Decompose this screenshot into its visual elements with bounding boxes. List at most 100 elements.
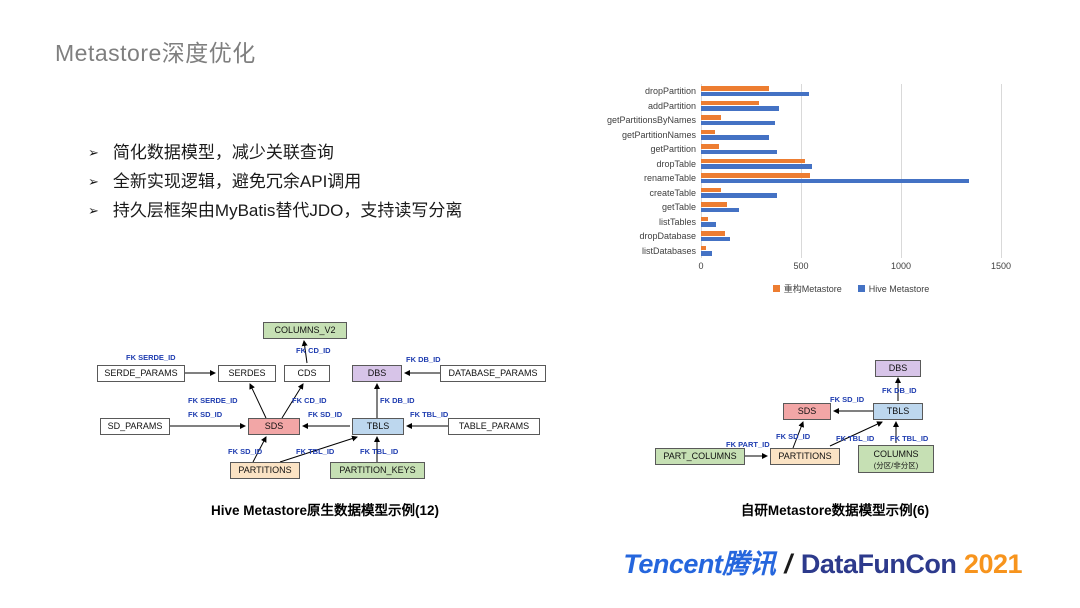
fk-label: FK SERDE_ID: [188, 396, 238, 405]
rebuilt-metastore-model-diagram: DBS SDS TBLS PART_COLUMNS PARTITIONS COL…: [650, 350, 1020, 485]
table-node-serde-params: SERDE_PARAMS: [97, 365, 185, 382]
bar: [701, 158, 805, 164]
bar: [701, 187, 721, 193]
table-node-cds: CDS: [284, 365, 330, 382]
fk-label: FK CD_ID: [292, 396, 327, 405]
legend-item: Hive Metastore: [857, 282, 930, 295]
tencent-logo-en: Tencent: [623, 549, 723, 579]
right-diagram-caption: 自研Metastore数据模型示例(6): [740, 503, 930, 518]
legend-swatch: [772, 285, 780, 292]
chart-category-label: listDatabases: [641, 245, 696, 256]
footer-logos: Tencent腾讯 / DataFunCon 2021: [623, 542, 1022, 581]
chart-row: [701, 171, 1001, 186]
bar: [701, 164, 812, 169]
fk-label: FK TBL_ID: [360, 447, 399, 456]
fk-label: FK SD_ID: [830, 395, 865, 404]
fk-label: FK SD_ID: [228, 447, 263, 456]
table-node-columns-v2: COLUMNS_V2: [263, 322, 347, 339]
table-node-sds: SDS: [783, 403, 831, 420]
chart-row: [701, 215, 1001, 230]
bar: [701, 86, 769, 91]
bar: [701, 251, 712, 256]
bar: [701, 216, 708, 222]
table-node-tbls: TBLS: [352, 418, 404, 435]
diagram-arrows: [170, 340, 448, 463]
chart-category-label: createTable: [649, 187, 696, 198]
chart-rows: [701, 84, 1001, 258]
chart-category-label: renameTable: [643, 173, 696, 183]
datafuncon-logo-text: DataFunCon: [800, 549, 957, 579]
chart-category-label: getPartition: [650, 144, 696, 154]
fk-label: FK TBL_ID: [836, 434, 875, 443]
bar: [701, 144, 719, 149]
x-axis-tick: 1000: [890, 261, 912, 271]
bar: [701, 236, 730, 242]
table-node-dbs: DBS: [352, 365, 402, 382]
bullet-item: ➢ 简化数据模型，减少关联查询: [88, 142, 462, 163]
fk-label: FK TBL_ID: [296, 447, 335, 456]
datafuncon-logo-year: 2021: [963, 549, 1023, 579]
chart-row: [701, 99, 1001, 114]
legend-swatch: [857, 285, 865, 292]
separator-slash: /: [784, 549, 792, 579]
legend-item: 重构Metastore: [772, 282, 842, 295]
bullet-item: ➢ 全新实现逻辑，避免冗余API调用: [88, 171, 462, 192]
table-node-partitions: PARTITIONS: [230, 462, 300, 479]
fk-label: FK CD_ID: [296, 346, 331, 355]
table-node-tbls: TBLS: [873, 403, 923, 420]
chart-category-label: listTables: [658, 216, 696, 227]
datafuncon-logo: DataFunCon 2021: [800, 549, 1023, 580]
fk-label: FK DB_ID: [380, 396, 415, 405]
table-node-sds: SDS: [248, 418, 300, 435]
bar: [701, 193, 777, 198]
fk-label: FK PART_ID: [726, 440, 770, 449]
gridline: [801, 84, 802, 258]
chart-category-label: dropTable: [656, 158, 696, 169]
node-sublabel: (分区/非分区): [873, 461, 919, 470]
bar: [701, 173, 810, 178]
bar: [701, 207, 739, 213]
tencent-logo: Tencent腾讯: [623, 542, 776, 581]
chart-row: [701, 200, 1001, 215]
chart-plot-area: [701, 84, 1002, 258]
chart-category-label: getPartitionNames: [621, 129, 696, 140]
bullet-list: ➢ 简化数据模型，减少关联查询 ➢ 全新实现逻辑，避免冗余API调用 ➢ 持久层…: [88, 142, 462, 229]
fk-label: FK SD_ID: [776, 432, 811, 441]
gridline: [1001, 84, 1002, 258]
page-title: Metastore深度优化: [55, 40, 256, 66]
bullet-text: 全新实现逻辑，避免冗余API调用: [112, 172, 362, 191]
x-axis-tick: 0: [698, 261, 704, 271]
chart-category-label: dropPartition: [644, 86, 696, 96]
arrow-bullet-icon: ➢: [88, 174, 99, 189]
fk-label: FK DB_ID: [406, 355, 441, 364]
arrow-bullet-icon: ➢: [88, 145, 99, 160]
bar: [701, 222, 716, 227]
bullet-item: ➢ 持久层框架由MyBatis替代JDO，支持读写分离: [88, 200, 462, 221]
legend-label: Hive Metastore: [868, 283, 930, 294]
bullet-text: 简化数据模型，减少关联查询: [112, 143, 334, 162]
left-diagram-caption: Hive Metastore原生数据模型示例(12): [210, 503, 440, 518]
chart-row: [701, 142, 1001, 157]
node-label: COLUMNS: [873, 449, 919, 459]
table-node-database-params: DATABASE_PARAMS: [440, 365, 546, 382]
fk-label: FK SERDE_ID: [126, 353, 176, 362]
bar: [701, 115, 721, 120]
x-axis-tick: 1500: [990, 261, 1012, 271]
table-node-partition-keys: PARTITION_KEYS: [330, 462, 425, 479]
bar: [701, 106, 779, 111]
bar: [701, 231, 725, 236]
chart-row: [701, 157, 1001, 172]
chart-legend: 重构Metastore Hive Metastore: [701, 282, 1001, 295]
fk-label: FK TBL_ID: [890, 434, 929, 443]
chart-row: [701, 244, 1001, 259]
chart-row: [701, 84, 1001, 99]
table-node-partitions: PARTITIONS: [770, 448, 840, 465]
bar: [701, 135, 769, 140]
chart-category-label: dropDatabase: [639, 231, 696, 241]
chart-category-label: addPartition: [647, 100, 696, 111]
bar: [701, 129, 715, 135]
fk-label: FK SD_ID: [188, 410, 223, 419]
